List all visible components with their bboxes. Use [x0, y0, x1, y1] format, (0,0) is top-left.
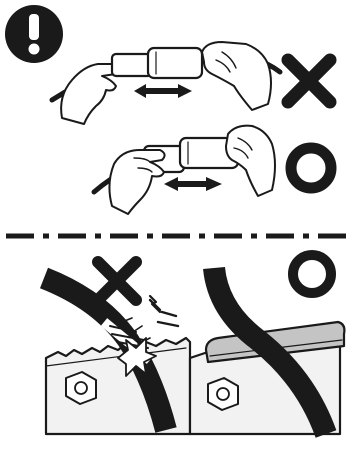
bolt-icon	[208, 378, 238, 410]
left-hand-icon	[61, 64, 117, 124]
wrong-sharp-edge-illustration	[44, 278, 190, 434]
right-hand-icon	[202, 42, 271, 110]
connector-sleeve	[112, 48, 202, 78]
double-arrow-icon	[134, 84, 192, 98]
double-arrow-icon	[164, 177, 222, 191]
wrong-cross-icon	[288, 60, 330, 102]
bolt-icon	[66, 372, 96, 404]
left-hand-icon	[109, 150, 164, 214]
warning-exclamation-icon	[5, 5, 63, 63]
correct-circle-icon	[293, 255, 331, 293]
wrong-cross-icon	[98, 262, 136, 300]
correct-circle-icon	[291, 148, 331, 188]
right-hand-icon	[226, 126, 275, 196]
correct-pull-illustration	[94, 126, 275, 214]
wrong-pull-illustration	[52, 42, 280, 124]
